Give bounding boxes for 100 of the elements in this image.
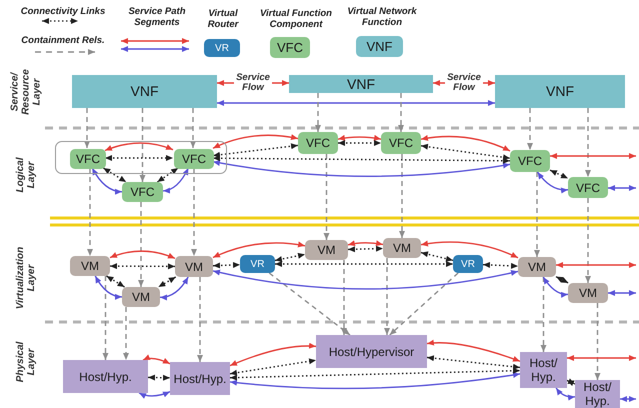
dotted-arrow xyxy=(274,252,306,262)
arrow xyxy=(160,276,189,300)
arrow xyxy=(230,342,316,366)
host-box xyxy=(575,380,620,408)
dotted-arrow xyxy=(482,262,518,269)
node-label: Host/Hyp. xyxy=(174,372,226,386)
dashed-arrow xyxy=(324,154,330,240)
dashed-arrow xyxy=(84,108,90,148)
dashed-arrow xyxy=(268,272,350,336)
dashed-arrow xyxy=(534,172,540,257)
arrow xyxy=(556,262,636,268)
dotted-arrow xyxy=(420,251,454,262)
arrow xyxy=(92,168,122,194)
arrow xyxy=(567,355,636,361)
node-label: VR xyxy=(250,258,264,272)
dashed-arrow xyxy=(540,277,546,352)
arrow xyxy=(348,240,384,246)
legend-text: Virtual Network Function xyxy=(346,6,418,28)
node-label: Host/Hypervisor xyxy=(328,344,414,358)
node-label: VFC xyxy=(389,135,413,152)
dashed-arrow xyxy=(87,168,93,256)
dashed-arrow xyxy=(384,258,390,335)
node-label: VNF xyxy=(546,82,574,101)
node-label: VFC xyxy=(130,184,154,201)
arrow xyxy=(556,388,576,400)
arrow xyxy=(110,250,176,259)
layer-label: Physical Layer xyxy=(15,340,37,384)
dashed-arrow xyxy=(138,202,144,287)
swatch-label: VFC xyxy=(277,38,303,57)
node-label: VM xyxy=(393,240,411,257)
network-function-box xyxy=(495,75,625,108)
arrow xyxy=(138,391,170,399)
node-label: VM xyxy=(318,242,336,259)
arrow xyxy=(212,160,510,177)
node-label: VFC xyxy=(518,153,542,170)
component-box xyxy=(568,177,608,198)
arrow xyxy=(212,134,298,149)
node-label: Host/Hyp. xyxy=(79,370,132,384)
arrow xyxy=(620,396,636,402)
arrow xyxy=(94,276,122,300)
dashed-arrow xyxy=(594,303,600,380)
group-outline xyxy=(55,141,227,174)
dotted-arrow xyxy=(148,374,170,381)
component-box xyxy=(381,132,421,154)
router-box xyxy=(240,255,275,273)
host-box xyxy=(316,335,427,368)
dotted-arrow xyxy=(556,276,569,284)
dotted-arrow xyxy=(348,246,384,252)
host-box xyxy=(170,362,230,395)
component-box xyxy=(122,182,163,202)
arrow xyxy=(142,354,170,364)
dashed-arrow xyxy=(315,93,321,132)
arrow xyxy=(608,185,636,191)
legend-text: Containment Rels. xyxy=(20,35,106,46)
network-function-box xyxy=(289,75,433,93)
node-label: VNF xyxy=(347,74,375,94)
dashed-arrow xyxy=(197,277,203,362)
arrow xyxy=(420,135,510,152)
dashed-arrow xyxy=(527,108,533,150)
dotted-arrow xyxy=(230,368,520,381)
component-box xyxy=(70,149,106,169)
node-label: VM xyxy=(185,258,203,276)
node-label: Host/ Hyp. xyxy=(528,356,558,384)
node-label: VM xyxy=(528,259,546,276)
legend-text: Virtual Router xyxy=(206,8,240,30)
host-box xyxy=(63,360,148,393)
dashed-arrow xyxy=(585,198,591,283)
vm-box xyxy=(305,240,348,260)
dotted-arrow xyxy=(110,263,175,270)
node-label: Host/ Hyp. xyxy=(582,380,612,408)
dotted-arrow xyxy=(105,155,173,161)
dotted-arrow xyxy=(230,358,316,376)
arrow xyxy=(162,168,189,194)
dotted-arrow xyxy=(338,140,381,146)
dotted-arrow xyxy=(106,275,125,288)
node-label: VFC xyxy=(182,151,206,168)
dashed-arrow xyxy=(398,93,404,132)
arrow xyxy=(338,134,382,141)
dashed-arrow xyxy=(399,154,405,238)
legend-text: Service Path Segments xyxy=(127,6,187,28)
dotted-arrow xyxy=(156,167,179,183)
dashed-arrow xyxy=(341,260,347,335)
dotted-arrow xyxy=(212,143,298,158)
arrow xyxy=(608,290,636,296)
vm-box xyxy=(568,283,608,303)
arrow xyxy=(212,242,306,258)
node-label: VFC xyxy=(306,135,330,152)
component-box xyxy=(174,149,214,169)
component-box xyxy=(298,132,338,154)
arrow xyxy=(104,142,174,152)
arrow xyxy=(420,240,518,258)
vm-box xyxy=(70,256,110,276)
dashed-arrow xyxy=(140,108,146,182)
vm-box xyxy=(175,256,213,277)
component-box xyxy=(510,150,550,172)
dotted-arrow xyxy=(102,167,127,183)
node-label: VR xyxy=(461,258,475,272)
arrow xyxy=(217,100,495,106)
arrow xyxy=(542,276,568,298)
arrow xyxy=(536,172,568,194)
